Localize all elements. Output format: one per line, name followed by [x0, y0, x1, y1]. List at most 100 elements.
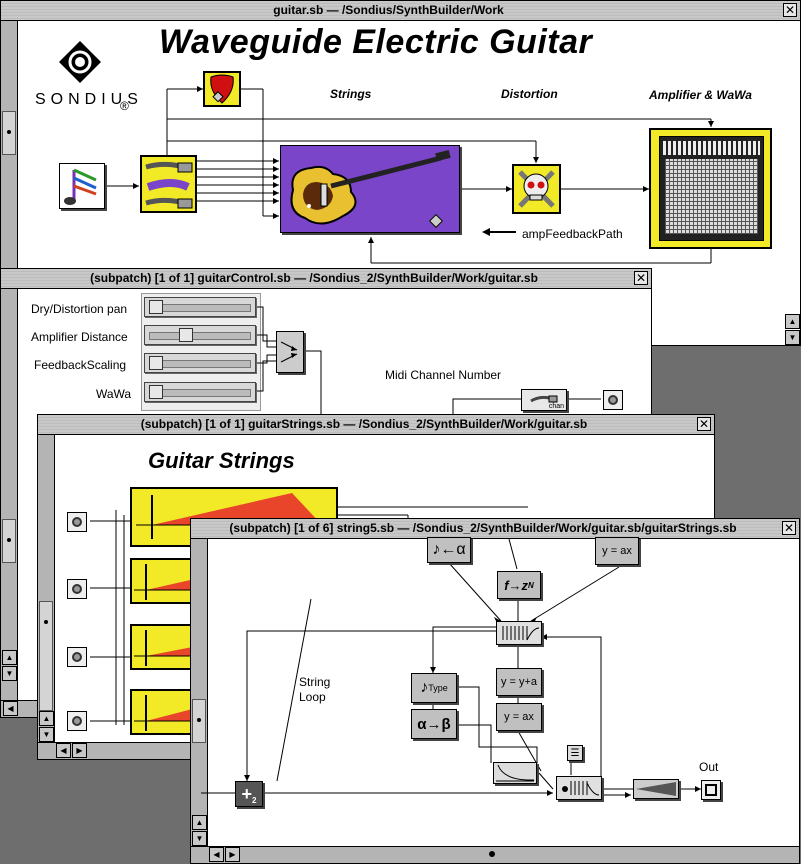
label-amp: Amplifier & WaWa	[649, 88, 752, 102]
guitar-pick-node[interactable]	[203, 71, 241, 107]
strings-scroll-down-icon[interactable]: ▼	[39, 727, 54, 742]
strings-scroll-up-icon[interactable]: ▲	[39, 711, 54, 726]
string-in-jack-2[interactable]	[67, 579, 87, 599]
string5-window: (subpatch) [1 of 6] string5.sb — /Sondiu…	[190, 518, 800, 864]
string5-wires	[201, 538, 701, 798]
cable-icon	[530, 395, 558, 403]
y-ax-top-node[interactable]: y = ax	[595, 537, 639, 565]
strings-scroll-left-icon[interactable]: ◀	[56, 743, 71, 758]
type-node[interactable]: ♪Type	[411, 673, 457, 703]
string5-scroll-right-icon[interactable]: ▶	[225, 847, 240, 862]
router-arrows-icon	[280, 341, 298, 363]
logo-mark: ®	[120, 99, 129, 113]
sum-node[interactable]: +2	[235, 781, 263, 807]
main-heading: Waveguide Electric Guitar	[159, 23, 593, 61]
string5-close-icon[interactable]: ✕	[782, 521, 796, 535]
out-jack[interactable]	[701, 780, 721, 800]
guitar-pick-icon	[210, 74, 234, 104]
string5-vscroll[interactable]	[191, 539, 208, 846]
feedback-scaling-slider[interactable]	[144, 353, 256, 373]
control-vscroll[interactable]	[1, 289, 18, 717]
main-vscroll[interactable]	[1, 21, 18, 345]
string5-scroll-left-icon[interactable]: ◀	[209, 847, 224, 862]
strings-title: (subpatch) [1 of 1] guitarStrings.sb — /…	[140, 417, 588, 431]
string-loop-label: String Loop	[299, 675, 331, 704]
dry-distortion-slider[interactable]	[144, 297, 256, 317]
slider-label-0: Dry/Distortion pan	[31, 302, 128, 316]
midi-chan-node[interactable]: chan	[521, 389, 567, 411]
control-titlebar[interactable]: (subpatch) [1 of 1] guitarControl.sb — /…	[1, 269, 651, 289]
string-in-jack-4[interactable]	[67, 711, 87, 731]
wawa-slider[interactable]	[144, 382, 256, 402]
string-output-node[interactable]	[556, 776, 602, 800]
slider-label-1: Amplifier Distance	[31, 330, 128, 344]
string5-scroll-up-icon[interactable]: ▲	[192, 815, 207, 830]
main-vscroll-thumb[interactable]	[2, 111, 16, 155]
strings-vscroll[interactable]	[38, 435, 55, 742]
string5-titlebar[interactable]: (subpatch) [1 of 6] string5.sb — /Sondiu…	[191, 519, 799, 539]
control-vscroll-thumb[interactable]	[2, 519, 16, 563]
control-scroll-down-icon[interactable]: ▼	[2, 666, 17, 681]
control-scroll-up-icon[interactable]: ▲	[2, 650, 17, 665]
main-scroll-up-icon[interactable]: ▲	[785, 314, 800, 329]
list-icon: ☰	[570, 747, 580, 759]
chan-label: chan	[548, 403, 564, 410]
control-title: (subpatch) [1 of 1] guitarControl.sb — /…	[90, 271, 538, 285]
amplifier-subpatch[interactable]	[649, 128, 772, 249]
out-label: Out	[699, 760, 719, 774]
skull-icon	[518, 170, 555, 208]
string-in-jack-1[interactable]	[67, 512, 87, 532]
slider-label-3: WaWa	[96, 387, 132, 401]
string5-hscroll-thumb-icon[interactable]	[489, 851, 495, 857]
guitar-strings-subpatch[interactable]	[280, 145, 460, 233]
type-label: Type	[428, 683, 448, 693]
sum-sub-label: 2	[252, 795, 257, 805]
string5-hscroll[interactable]: ◀ ▶	[191, 846, 799, 863]
control-scroll-left-icon[interactable]: ◀	[3, 701, 18, 716]
note-alpha-label: ♪←α	[432, 541, 466, 558]
note-icon: ♪	[420, 679, 429, 696]
main-close-icon[interactable]: ✕	[783, 3, 797, 17]
small-config-node[interactable]: ☰	[567, 745, 583, 761]
filter-icon	[562, 781, 600, 796]
gain-wedge-icon	[636, 782, 676, 796]
y-y-a-label: y = y+a	[500, 676, 538, 688]
delay-line-icon	[502, 626, 540, 641]
main-window: guitar.sb — /Sondius/SynthBuilder/Work ✕…	[0, 0, 801, 346]
strings-vscroll-thumb[interactable]	[39, 601, 53, 711]
string-in-jack-3[interactable]	[67, 647, 87, 667]
decay-curve-icon	[496, 764, 535, 782]
envelope-node[interactable]	[493, 762, 537, 784]
y-ax-mid-label: y = ax	[504, 711, 534, 723]
string5-vscroll-thumb[interactable]	[192, 699, 206, 743]
gain-node[interactable]	[633, 779, 679, 799]
logo-text: SONDIUS	[35, 91, 143, 108]
f-to-z-sup: N	[528, 580, 534, 590]
y-ax-mid-node[interactable]: y = ax	[496, 703, 542, 731]
strings-titlebar[interactable]: (subpatch) [1 of 1] guitarStrings.sb — /…	[38, 415, 714, 435]
main-wires	[105, 86, 714, 264]
note-alpha-node[interactable]: ♪←α	[427, 537, 471, 563]
strings-heading: Guitar Strings	[148, 448, 295, 473]
main-titlebar[interactable]: guitar.sb — /Sondius/SynthBuilder/Work ✕	[1, 1, 800, 21]
midi-chan-out-jack[interactable]	[603, 390, 623, 410]
strings-scroll-right-icon[interactable]: ▶	[72, 743, 87, 758]
alpha-beta-label: α→β	[417, 715, 451, 733]
amplifier-distance-slider[interactable]	[144, 325, 256, 345]
midi-in-node[interactable]	[59, 163, 105, 209]
sondius-logo-icon	[59, 41, 101, 83]
y-y-a-node[interactable]: y = y+a	[496, 668, 542, 696]
main-scroll-down-icon[interactable]: ▼	[785, 330, 800, 345]
alpha-beta-node[interactable]: α→β	[411, 709, 457, 739]
control-close-icon[interactable]: ✕	[634, 271, 648, 285]
strings-close-icon[interactable]: ✕	[697, 417, 711, 431]
label-distortion: Distortion	[501, 87, 558, 101]
control-router-node[interactable]	[276, 331, 304, 373]
distortion-node[interactable]	[512, 164, 561, 214]
string-splitter-node[interactable]	[140, 155, 197, 213]
label-strings: Strings	[330, 87, 372, 101]
string5-scroll-down-icon[interactable]: ▼	[192, 831, 207, 846]
delay-line-node[interactable]	[496, 621, 542, 645]
plus-icon: +	[241, 783, 253, 804]
